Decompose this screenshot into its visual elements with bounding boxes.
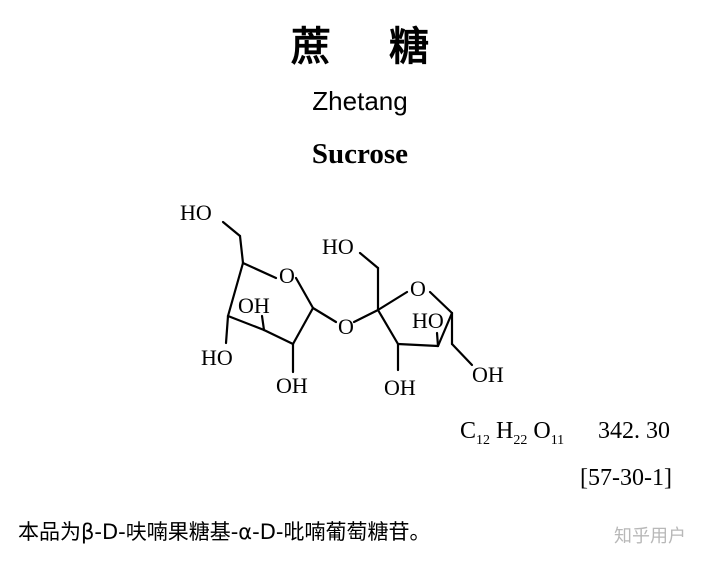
oh-fructose-bottom-label: OH	[384, 375, 416, 400]
formula-c: C	[460, 418, 477, 444]
formula-h-count: 22	[513, 432, 528, 448]
description-text: 本品为β-D-呋喃果糖基-α-D-吡喃葡萄糖苷。	[18, 520, 431, 544]
zhihu-watermark: 知乎用户	[614, 526, 686, 547]
molecular-weight: 342. 30	[598, 418, 670, 444]
ho-fructose-ring-label: HO	[412, 308, 444, 333]
cas-number: [57-30-1]	[580, 465, 672, 491]
oh-ring-label: OH	[238, 293, 270, 318]
glucose-ring-o-label: O	[279, 263, 295, 288]
molecular-formula: C12 H22 O11	[460, 418, 564, 449]
formula-o: O	[533, 418, 551, 444]
ho-fructose-top-label: HO	[322, 234, 354, 259]
oh-bottom-label: OH	[276, 373, 308, 398]
pinyin-title: Zhetang	[312, 86, 408, 116]
bridge-o-label: O	[338, 314, 354, 339]
formula-h: H	[496, 418, 514, 444]
structure-bonds	[221, 220, 474, 374]
fructose-ring-o-label: O	[410, 276, 426, 301]
ho-top-label: HO	[180, 200, 212, 225]
chinese-title: 蔗糖	[291, 24, 487, 70]
english-title: Sucrose	[311, 138, 409, 170]
formula-c-count: 12	[476, 432, 491, 448]
ho-left-label: HO	[201, 345, 233, 370]
formula-o-count: 11	[550, 432, 565, 448]
oh-fructose-right-label: OH	[472, 362, 504, 387]
